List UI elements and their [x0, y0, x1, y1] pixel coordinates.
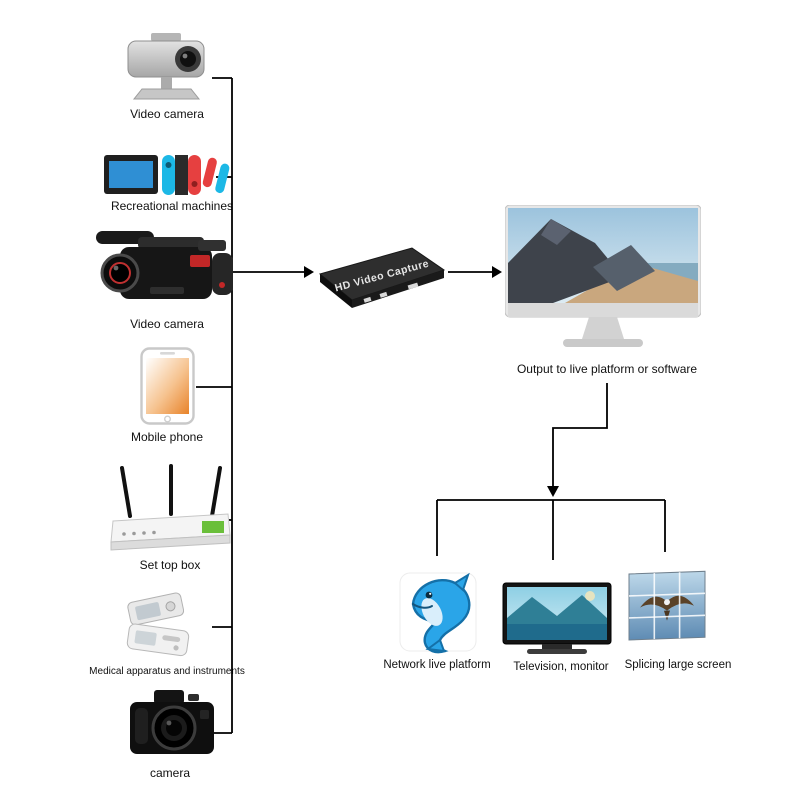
endpoint-label-splicing-large-screen: Splicing large screen — [624, 659, 732, 671]
input-label-video-camera-1: Video camera — [130, 107, 204, 121]
arrow-to-monitor-icon — [492, 266, 502, 278]
monitor-icon — [505, 205, 701, 347]
input-label-camera: camera — [149, 766, 191, 780]
dslr-camera-icon — [130, 690, 214, 754]
game-consoles-icon — [104, 155, 230, 195]
arrow-to-endpoints-icon — [547, 486, 559, 497]
output-monitor-label: Output to live platform or software — [516, 362, 698, 376]
input-label-set-top-box: Set top box — [139, 558, 201, 572]
input-label-video-camera-2: Video camera — [130, 317, 204, 331]
router-icon — [110, 464, 231, 551]
hd-video-capture-device-icon: HD Video Capture — [318, 247, 446, 308]
endpoint-label-network-live-platform: Network live platform — [383, 659, 491, 671]
ptz-video-camera-icon — [127, 33, 205, 100]
input-label-medical-apparatus: Medical apparatus and instruments — [89, 666, 245, 677]
smartphone-icon — [140, 347, 195, 425]
input-label-recreational-machines: Recreational machines — [110, 199, 234, 213]
video-wall-icon — [628, 570, 706, 641]
endpoint-label-television-monitor: Television, monitor — [513, 661, 609, 673]
dolphin-mascot-icon — [399, 572, 477, 654]
input-label-mobile-phone: Mobile phone — [130, 430, 204, 444]
television-icon — [502, 582, 612, 654]
camcorder-icon — [96, 231, 233, 299]
medical-devices-icon — [126, 592, 190, 657]
